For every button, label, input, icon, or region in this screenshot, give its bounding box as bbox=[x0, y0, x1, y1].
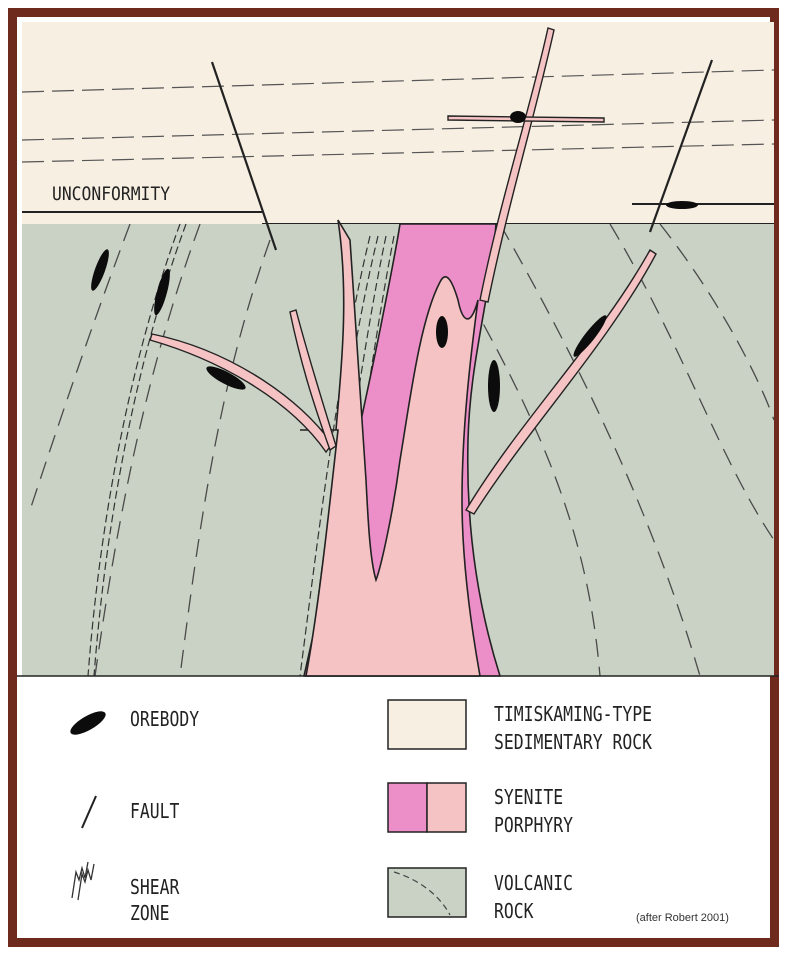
syenite-dark-swatch bbox=[388, 783, 427, 832]
orebody-icon bbox=[67, 707, 109, 739]
orebody bbox=[666, 201, 698, 209]
orebody bbox=[510, 111, 526, 123]
legend-fault-label: FAULT bbox=[130, 796, 179, 826]
shear-zone-icon bbox=[72, 862, 94, 900]
syenite-light-swatch bbox=[427, 783, 466, 832]
legend-sedimentary-label-1: TIMISKAMING-TYPE bbox=[494, 699, 652, 729]
legend-orebody-label: OREBODY bbox=[130, 704, 199, 734]
legend-syenite-label-1: SYENITE bbox=[494, 782, 563, 812]
legend-shear-label-2: ZONE bbox=[130, 898, 170, 928]
legend-sedimentary-label-2: SEDIMENTARY ROCK bbox=[494, 727, 652, 757]
unconformity-label: UNCONFORMITY bbox=[52, 183, 170, 205]
orebody bbox=[488, 360, 500, 412]
legend-volcanic-label-1: VOLCANIC bbox=[494, 868, 573, 898]
volcanic-swatch bbox=[388, 868, 466, 917]
legend-volcanic-label-2: ROCK bbox=[494, 896, 534, 926]
credit-text: (after Robert 2001) bbox=[636, 912, 729, 924]
sedimentary-swatch bbox=[388, 700, 466, 749]
legend-syenite-label-2: PORPHYRY bbox=[494, 810, 573, 840]
fault-icon bbox=[82, 796, 96, 828]
orebody bbox=[436, 316, 448, 348]
